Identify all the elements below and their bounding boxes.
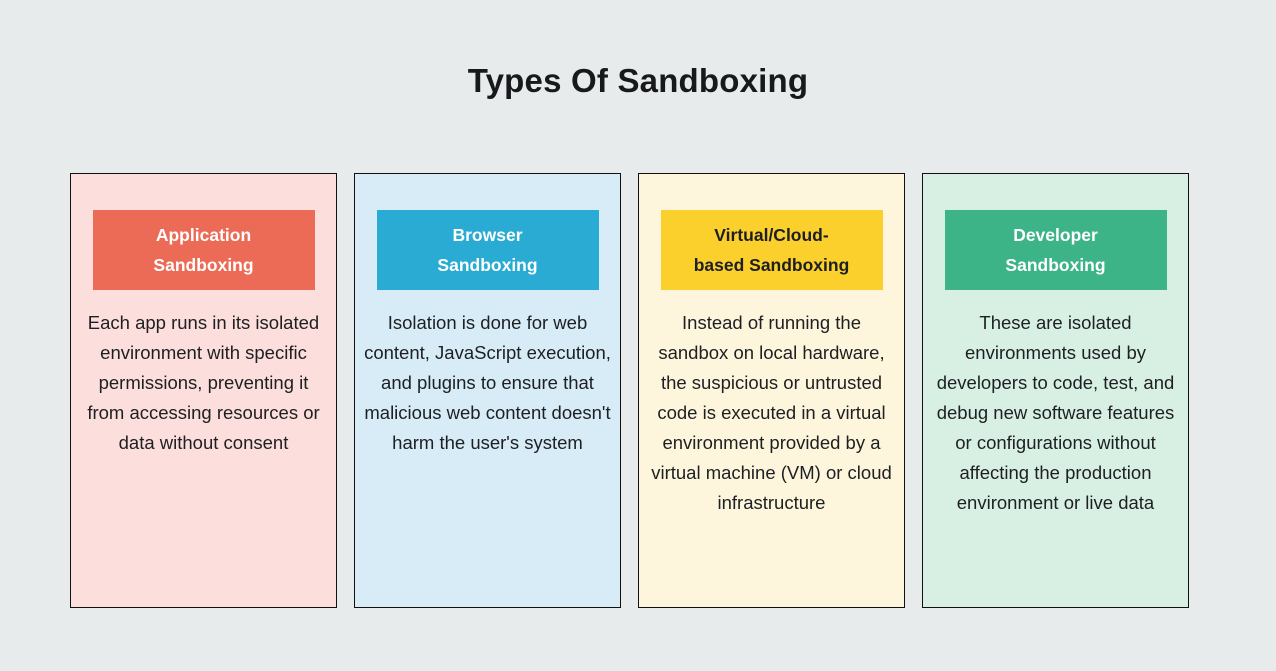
card-application-sandboxing: Application Sandboxing Each app runs in … xyxy=(70,173,337,608)
card-header-application-sandboxing: Application Sandboxing xyxy=(92,210,315,290)
sandboxing-cards-row: Application Sandboxing Each app runs in … xyxy=(70,173,1189,608)
card-virtual-cloud-based-sandboxing: Virtual/Cloud- based Sandboxing Instead … xyxy=(638,173,905,608)
card-header-browser-sandboxing: Browser Sandboxing xyxy=(376,210,599,290)
card-title-line: Browser xyxy=(452,225,523,245)
card-description-application-sandboxing: Each app runs in its isolated environmen… xyxy=(87,312,320,453)
card-title-line: Developer xyxy=(1013,225,1098,245)
card-header-developer-sandboxing: Developer Sandboxing xyxy=(944,210,1167,290)
card-title-line: Virtual/Cloud- xyxy=(714,225,829,245)
card-description-browser-sandboxing: Isolation is done for web content, JavaS… xyxy=(364,312,611,453)
card-header-virtual-cloud-based-sandboxing: Virtual/Cloud- based Sandboxing xyxy=(660,210,883,290)
card-title-line: Sandboxing xyxy=(1005,255,1106,275)
card-title-line: Sandboxing xyxy=(153,255,254,275)
card-title-line: Application xyxy=(155,225,252,245)
card-title-line: based Sandboxing xyxy=(693,255,850,275)
card-title-line: Sandboxing xyxy=(437,255,538,275)
card-description-virtual-cloud-based-sandboxing: Instead of running the sandbox on local … xyxy=(651,312,892,513)
card-browser-sandboxing: Browser Sandboxing Isolation is done for… xyxy=(354,173,621,608)
card-developer-sandboxing: Developer Sandboxing These are isolated … xyxy=(922,173,1189,608)
page-title: Types Of Sandboxing xyxy=(467,62,809,99)
card-description-developer-sandboxing: These are isolated environments used by … xyxy=(936,312,1175,513)
